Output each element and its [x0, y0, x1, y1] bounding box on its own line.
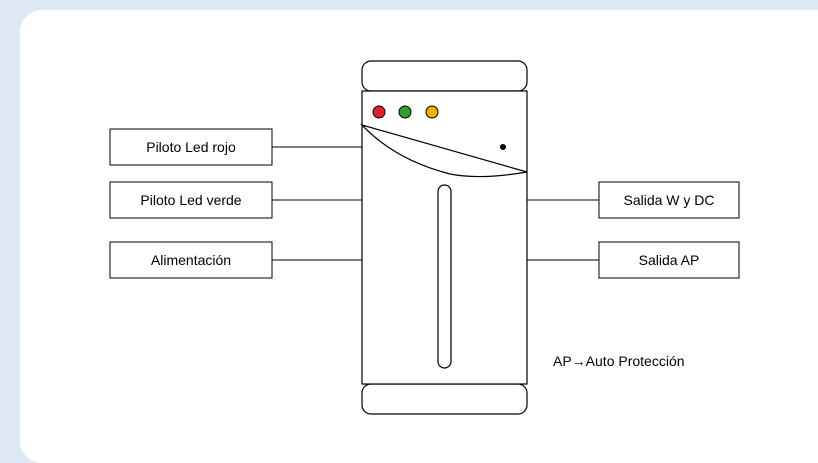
label-box-power: Alimentación — [109, 241, 273, 279]
device-front-panel — [360, 123, 528, 178]
device-top-cap — [361, 60, 528, 92]
label-box-output-wdc: Salida W y DC — [598, 181, 740, 219]
label-box-output-ap: Salida AP — [598, 241, 740, 279]
sensor-dot — [500, 144, 506, 150]
led-green-icon — [398, 105, 412, 119]
label-power: Alimentación — [151, 252, 231, 268]
note-ap: AP→Auto Protección — [553, 353, 685, 369]
label-output-wdc: Salida W y DC — [623, 192, 714, 208]
device-bottom-cap — [361, 383, 528, 415]
device-slot — [437, 184, 452, 369]
led-yellow-icon — [425, 105, 439, 119]
label-output-ap: Salida AP — [639, 252, 700, 268]
label-led-green: Piloto Led verde — [140, 192, 241, 208]
label-led-red: Piloto Led rojo — [146, 139, 236, 155]
led-red-icon — [372, 105, 386, 119]
label-box-led-green: Piloto Led verde — [109, 181, 273, 219]
label-box-led-red: Piloto Led rojo — [109, 128, 273, 166]
